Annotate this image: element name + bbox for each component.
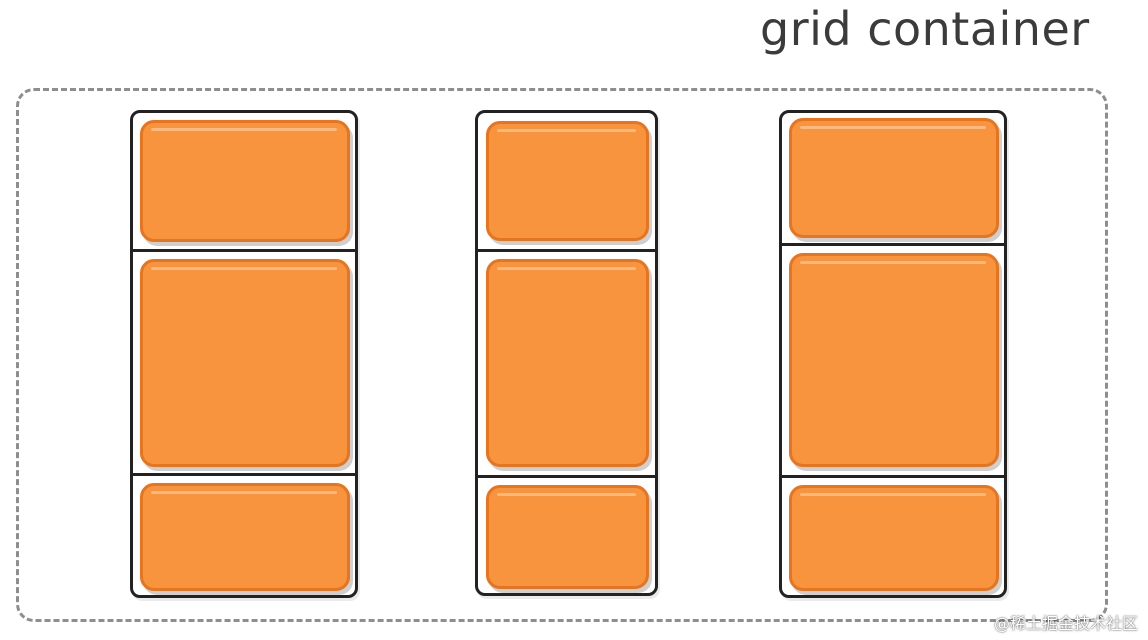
grid-column-3 — [779, 110, 1007, 598]
grid-column-2 — [475, 110, 658, 596]
grid-item — [789, 118, 999, 238]
grid-container-label: grid container — [760, 2, 1090, 56]
grid-item — [486, 485, 649, 589]
row-divider — [782, 243, 1004, 246]
grid-container-outline — [16, 88, 1108, 622]
row-divider — [133, 249, 355, 252]
grid-item — [140, 120, 350, 242]
grid-item — [789, 485, 999, 591]
watermark-text: @稀土掘金技术社区 — [993, 614, 1138, 633]
row-divider — [478, 475, 655, 478]
grid-item — [486, 259, 649, 467]
grid-item — [140, 483, 350, 591]
row-divider — [133, 473, 355, 476]
row-divider — [478, 249, 655, 252]
row-divider — [782, 475, 1004, 478]
grid-column-1 — [130, 110, 358, 598]
grid-item — [140, 259, 350, 467]
grid-item — [486, 121, 649, 241]
grid-item — [789, 253, 999, 467]
